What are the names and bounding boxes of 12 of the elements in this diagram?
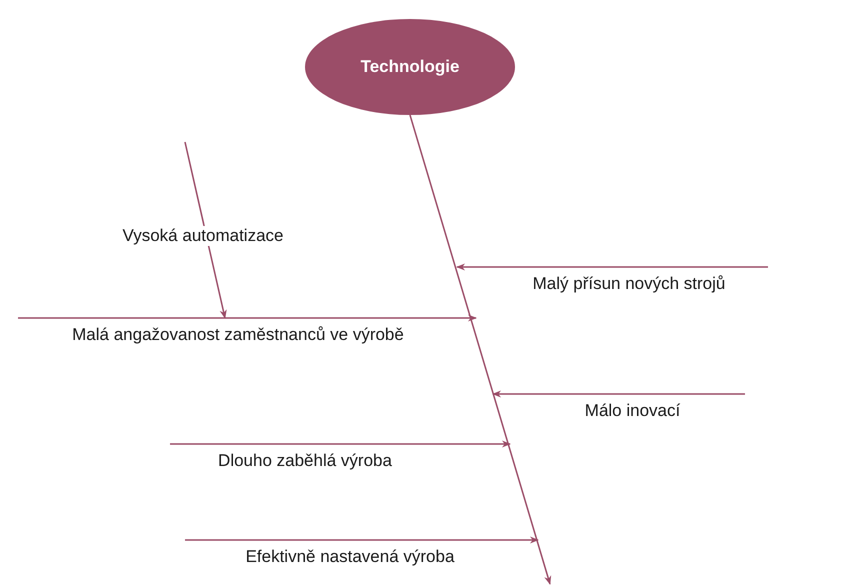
arrow — [456, 263, 768, 271]
ellipse-node — [305, 19, 515, 115]
cause-label: Dlouho zaběhlá výroba — [170, 445, 440, 473]
cause-label: Efektivně nastavená výroba — [185, 541, 515, 569]
arrow — [185, 536, 539, 544]
arrow — [409, 114, 552, 585]
arrow — [170, 440, 511, 448]
arrow — [18, 314, 477, 322]
cause-label: Málo inovací — [520, 395, 745, 423]
arrow — [184, 141, 227, 319]
node-label: Technologie — [360, 57, 460, 77]
arrow — [492, 390, 745, 398]
